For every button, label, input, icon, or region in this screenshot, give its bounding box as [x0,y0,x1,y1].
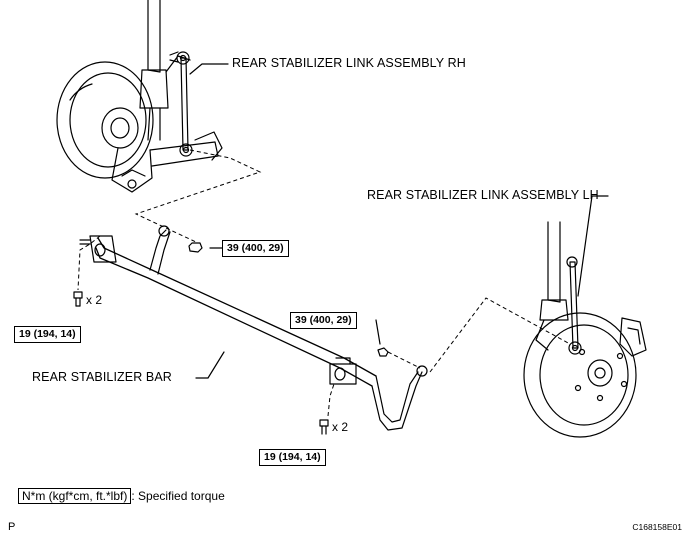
page-letter: P [8,521,16,533]
legend-text: : Specified torque [131,489,225,503]
torque-box-bolt-left: 19 (194, 14) [14,326,81,343]
lh-suspension-drawing [523,221,647,438]
torque-box-bolt-right: 19 (194, 14) [259,449,326,466]
rh-suspension-drawing [56,0,223,193]
torque-box-nut-upper: 39 (400, 29) [222,240,289,257]
torque-box-nut-right: 39 (400, 29) [290,312,357,329]
figure-code: C168158E01 [632,522,682,532]
legend-unit-box: N*m (kgf*cm, ft.*lbf) [18,488,132,504]
label-rear-stabilizer-bar: REAR STABILIZER BAR [32,370,172,384]
bolt-drawings [73,291,329,435]
quantity-bolt-left: x 2 [86,293,103,307]
stabilizer-bar-drawing [79,225,428,431]
torque-legend: N*m (kgf*cm, ft.*lbf): Specified torque [18,488,225,504]
nut-drawings [188,242,389,357]
quantity-bolt-right: x 2 [332,420,349,434]
label-rear-stabilizer-link-rh: REAR STABILIZER LINK ASSEMBLY RH [232,56,466,70]
label-rear-stabilizer-link-lh: REAR STABILIZER LINK ASSEMBLY LH [367,188,599,202]
